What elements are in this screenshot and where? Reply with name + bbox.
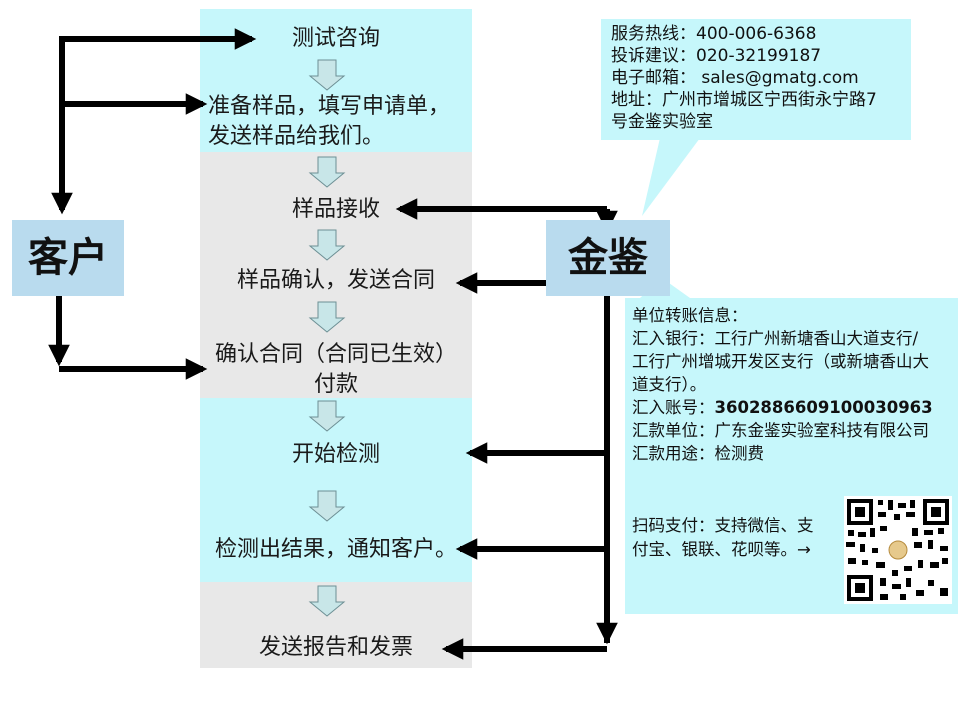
chevron-down-icon [308, 490, 346, 522]
transfer-account: 汇入账号：3602886609100030963 [632, 396, 933, 419]
contact-address-line-2: 号金鉴实验室 [611, 112, 713, 132]
contact-hotline: 服务热线：400-006-6368 [611, 24, 817, 44]
step-confirm-contract: 确认合同（合同已生效） 付款 [200, 340, 472, 400]
flow-band-cyan-bottom [200, 398, 472, 582]
scan-pay-line-1: 扫码支付：支持微信、支 [632, 516, 814, 535]
chevron-down-icon [308, 400, 346, 432]
scan-pay-line-2: 付宝、银联、花呗等。→ [632, 540, 811, 559]
qr-code-icon [844, 496, 952, 604]
actor-company: 金鉴 [546, 220, 670, 296]
chevron-down-icon [308, 229, 346, 261]
step-result-notify: 检测出结果，通知客户。 [214, 537, 457, 562]
contact-complaint: 投诉建议：020-32199187 [611, 46, 822, 66]
transfer-payee: 汇款单位：广东金鉴实验室科技有限公司 [632, 421, 929, 440]
step-test-consult: 测试咨询 [291, 26, 380, 51]
contact-address-line-1: 地址：广州市增城区宁西街永宁路7 [611, 90, 877, 110]
transfer-info: 单位转账信息： 汇入银行：工行广州新塘香山大道支行/ 工行广州增城开发区支行（或… [632, 304, 933, 465]
transfer-purpose: 汇款用途：检测费 [632, 444, 764, 463]
customer-arrows [48, 28, 257, 380]
contact-callout-pointer [642, 138, 700, 216]
transfer-bank-line-2: 工行广州增城开发区支行（或新塘香山大 [632, 352, 929, 371]
contact-email: 电子邮箱： sales@gmatg.com [611, 68, 859, 88]
contact-callout [601, 19, 911, 140]
contact-info: 服务热线：400-006-6368 投诉建议：020-32199187 电子邮箱… [611, 23, 877, 133]
transfer-account-number: 3602886609100030963 [714, 398, 933, 417]
chevron-down-icon [308, 156, 346, 188]
step-prepare-sample-line-1: 准备样品，填写申请单， [208, 94, 451, 119]
flow-band-gray-middle [200, 152, 472, 398]
step-sample-receive: 样品接收 [291, 197, 380, 222]
scan-pay-info: 扫码支付：支持微信、支 付宝、银联、花呗等。→ [632, 514, 814, 562]
actor-customer: 客户 [12, 220, 124, 296]
step-start-testing: 开始检测 [291, 442, 380, 467]
step-prepare-sample-line-2: 发送样品给我们。 [208, 124, 385, 149]
company-arrows [395, 198, 618, 660]
transfer-bank-line-3: 道支行）。 [632, 375, 707, 394]
step-confirm-contract-line-1: 确认合同（合同已生效） [214, 342, 457, 367]
step-sample-confirm: 样品确认，发送合同 [236, 268, 435, 293]
step-send-report: 发送报告和发票 [258, 635, 413, 660]
transfer-account-label: 汇入账号： [632, 398, 715, 417]
step-prepare-sample: 准备样品，填写申请单， 发送样品给我们。 [208, 92, 472, 152]
chevron-down-icon [308, 301, 346, 333]
transfer-title: 单位转账信息： [632, 306, 748, 325]
chevron-down-icon [308, 585, 346, 617]
step-chevrons [308, 59, 346, 617]
chevron-down-icon [308, 59, 346, 91]
step-confirm-contract-line-2: 付款 [313, 372, 358, 397]
transfer-bank-line-1: 汇入银行：工行广州新塘香山大道支行/ [632, 329, 919, 348]
